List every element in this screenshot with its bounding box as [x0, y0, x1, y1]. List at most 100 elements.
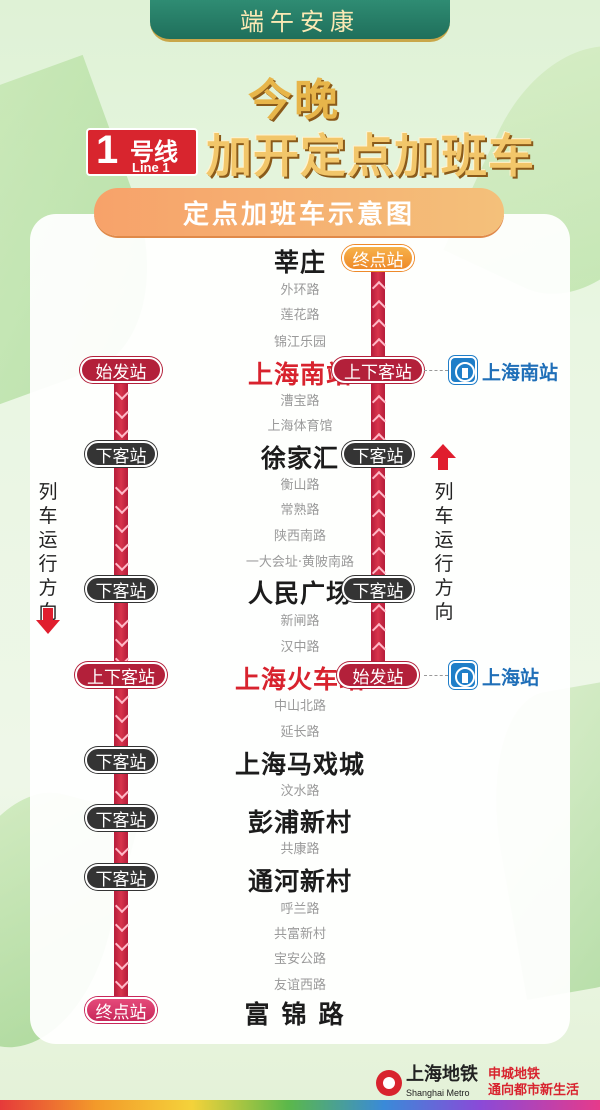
- station-label: 彭浦新村: [247, 808, 353, 837]
- direction-chevron-icon: [116, 787, 126, 797]
- festival-banner: 端午安康: [150, 0, 450, 42]
- line-badge: 1 号线 Line 1: [86, 128, 198, 176]
- direction-chevron-icon: [116, 977, 126, 987]
- direction-chevron-icon: [116, 502, 126, 512]
- railway-station-icon: [449, 661, 477, 689]
- line-number: 1: [96, 128, 119, 172]
- stop-tag: 终点站: [342, 245, 414, 271]
- station-label: 陕西南路: [273, 529, 327, 544]
- station-label: 莲花路: [280, 308, 320, 323]
- direction-chevron-icon: [116, 920, 126, 930]
- transfer-dash-line: [424, 675, 448, 676]
- railway-station-label: 上海站: [482, 667, 540, 689]
- direction-chevron-icon: [116, 559, 126, 569]
- station-label: 上海马戏城: [234, 750, 366, 779]
- station-label: 富锦路: [244, 1000, 356, 1029]
- diagram-subtitle-text: 定点加班车示意图: [182, 199, 415, 230]
- up-arrow-icon: [430, 444, 456, 458]
- direction-chevron-icon: [116, 426, 126, 436]
- direction-label-right: 列车运行方向: [434, 481, 454, 623]
- down-arrow-icon: [36, 620, 60, 634]
- footer: 上海地铁 Shanghai Metro 申城地铁 通向都市新生活: [0, 1046, 600, 1110]
- line-label-en: Line 1: [132, 160, 170, 175]
- direction-chevron-icon: [116, 616, 126, 626]
- direction-chevron-icon: [373, 508, 383, 518]
- stop-tag: 下客站: [85, 576, 157, 602]
- direction-chevron-icon: [373, 413, 383, 423]
- festival-banner-text: 端午安康: [240, 8, 360, 36]
- tonight-title: 今晚: [248, 75, 340, 126]
- down-arrow-icon: [43, 608, 53, 620]
- direction-chevron-icon: [116, 407, 126, 417]
- station-label: 延长路: [280, 725, 320, 740]
- direction-chevron-icon: [116, 844, 126, 854]
- direction-chevron-icon: [116, 521, 126, 531]
- shanghai-metro-logo-icon: [376, 1070, 402, 1096]
- station-label: 漕宝路: [280, 394, 320, 409]
- station-label: 人民广场: [247, 579, 353, 608]
- station-label: 呼兰路: [280, 902, 320, 917]
- station-label: 外环路: [280, 283, 320, 298]
- station-label: 共康路: [280, 842, 320, 857]
- stop-tag: 终点站: [85, 997, 157, 1023]
- direction-chevron-icon: [116, 540, 126, 550]
- stop-tag: 下客站: [85, 864, 157, 890]
- direction-chevron-icon: [116, 483, 126, 493]
- station-label: 常熟路: [280, 503, 320, 518]
- stop-tag: 上下客站: [75, 662, 167, 688]
- footer-color-stripe: [0, 1100, 600, 1110]
- direction-chevron-icon: [116, 692, 126, 702]
- stop-tag: 下客站: [85, 441, 157, 467]
- direction-chevron-icon: [373, 527, 383, 537]
- direction-chevron-icon: [373, 565, 383, 575]
- station-label: 汶水路: [280, 784, 320, 799]
- station-label: 锦江乐园: [273, 335, 327, 350]
- footer-brand: 上海地铁: [406, 1064, 478, 1085]
- direction-chevron-icon: [373, 546, 383, 556]
- stop-tag: 上下客站: [332, 357, 424, 383]
- line-label-zh: 号线: [130, 138, 178, 166]
- footer-slogan: 申城地铁: [488, 1067, 541, 1082]
- station-label: 衡山路: [280, 478, 320, 493]
- station-label: 汉中路: [280, 640, 320, 655]
- stop-tag: 始发站: [80, 357, 162, 383]
- transfer-dash-line: [424, 370, 448, 371]
- direction-chevron-icon: [116, 388, 126, 398]
- station-label: 宝安公路: [273, 952, 327, 967]
- direction-chevron-icon: [373, 337, 383, 347]
- station-label: 中山北路: [273, 699, 327, 714]
- station-label: 新闸路: [280, 614, 320, 629]
- footer-brand-en: Shanghai Metro: [406, 1088, 470, 1098]
- up-arrow-icon: [438, 458, 448, 470]
- stop-tag: 下客站: [85, 747, 157, 773]
- station-label: 莘庄: [273, 248, 327, 277]
- headline: 加开定点加班车: [206, 129, 535, 183]
- station-label: 徐家汇: [260, 444, 340, 473]
- station-label: 友谊西路: [273, 978, 327, 993]
- railway-station-label: 上海南站: [482, 362, 559, 384]
- direction-chevron-icon: [116, 958, 126, 968]
- direction-chevron-icon: [116, 939, 126, 949]
- direction-chevron-icon: [373, 641, 383, 651]
- railway-station-icon: [449, 356, 477, 384]
- direction-chevron-icon: [373, 280, 383, 290]
- direction-chevron-icon: [116, 901, 126, 911]
- direction-chevron-icon: [116, 711, 126, 721]
- direction-chevron-icon: [373, 489, 383, 499]
- direction-chevron-icon: [116, 730, 126, 740]
- stop-tag: 下客站: [85, 805, 157, 831]
- stop-tag: 始发站: [337, 662, 419, 688]
- stop-tag: 下客站: [342, 576, 414, 602]
- direction-chevron-icon: [373, 603, 383, 613]
- station-label: 共富新村: [273, 927, 327, 942]
- direction-chevron-icon: [373, 470, 383, 480]
- direction-chevron-icon: [116, 635, 126, 645]
- direction-chevron-icon: [373, 394, 383, 404]
- footer-slogan: 通向都市新生活: [488, 1083, 580, 1098]
- station-label: 通河新村: [247, 867, 353, 896]
- direction-chevron-icon: [373, 299, 383, 309]
- direction-chevron-icon: [373, 622, 383, 632]
- station-label: 一大会址·黄陂南路: [245, 555, 355, 570]
- stop-tag: 下客站: [342, 441, 414, 467]
